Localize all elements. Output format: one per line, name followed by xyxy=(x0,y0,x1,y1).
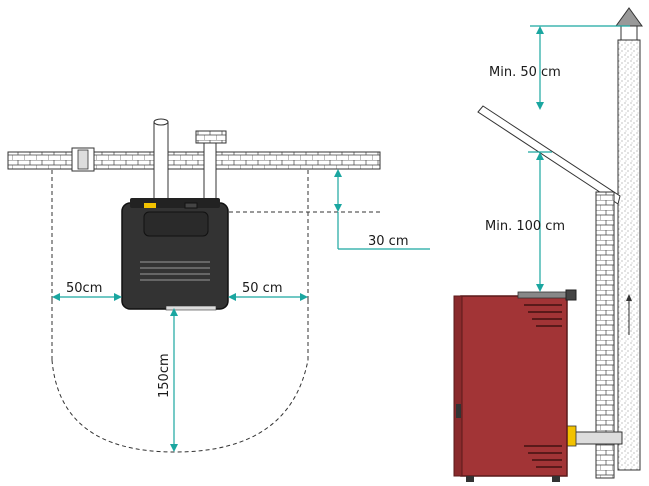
label-chimney-above-roof: Min. 50 cm xyxy=(489,65,561,80)
label-front-clearance: 150cm xyxy=(157,353,172,398)
label-top-clearance: 30 cm xyxy=(368,234,409,249)
label-right-clearance: 50 cm xyxy=(242,281,283,296)
air-intake-pipe xyxy=(203,139,217,203)
stove-side-view xyxy=(460,295,568,477)
flue-pipe xyxy=(153,121,169,203)
clearance-zone-outline xyxy=(51,170,309,453)
connecting-flue xyxy=(571,431,623,445)
chimney xyxy=(617,39,641,471)
brick-wall xyxy=(595,191,615,479)
label-roof-to-stove: Min. 100 cm xyxy=(485,219,565,234)
side-view: Min. 50 cm Min. 100 cm xyxy=(453,7,643,482)
chimney-cap xyxy=(615,7,643,27)
label-left-clearance: 50cm xyxy=(66,281,102,296)
roof xyxy=(477,105,621,205)
top-view: 50cm 50 cm 30 cm 150cm xyxy=(7,118,430,453)
wall xyxy=(7,151,381,170)
